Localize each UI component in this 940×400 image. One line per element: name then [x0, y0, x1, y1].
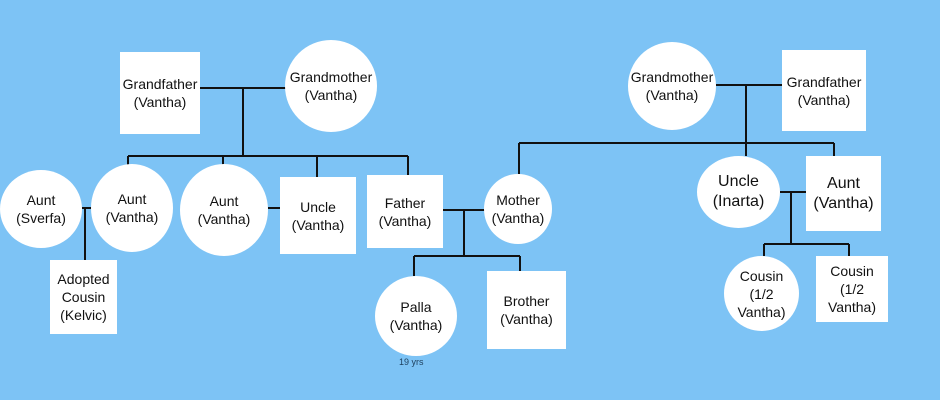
palla-age-note: 19 yrs [399, 357, 424, 367]
cousin-node-2: Cousin (1/2 Vantha) [816, 256, 888, 322]
maternal-grandmother-node: Grandmother (Vantha) [628, 42, 716, 130]
father-node: Father (Vantha) [367, 175, 443, 248]
aunt-vantha-node-2: Aunt (Vantha) [180, 164, 268, 256]
cousin-node-1: Cousin (1/2 Vantha) [724, 256, 799, 331]
aunt-vantha-node-1: Aunt (Vantha) [91, 164, 173, 252]
uncle-inarta-node: Uncle (Inarta) [697, 156, 780, 228]
brother-node: Brother (Vantha) [487, 271, 566, 349]
mother-node: Mother (Vantha) [484, 174, 552, 244]
palla-node: Palla (Vantha) [375, 276, 457, 356]
aunt-sverfa-node: Aunt (Sverfa) [0, 170, 82, 248]
paternal-grandfather-node: Grandfather (Vantha) [120, 52, 200, 134]
paternal-grandmother-node: Grandmother (Vantha) [285, 40, 377, 132]
maternal-grandfather-node: Grandfather (Vantha) [782, 50, 866, 131]
uncle-vantha-node: Uncle (Vantha) [280, 177, 356, 254]
adopted-cousin-node: Adopted Cousin (Kelvic) [50, 260, 117, 334]
aunt-vantha-maternal-node: Aunt (Vantha) [806, 156, 881, 231]
